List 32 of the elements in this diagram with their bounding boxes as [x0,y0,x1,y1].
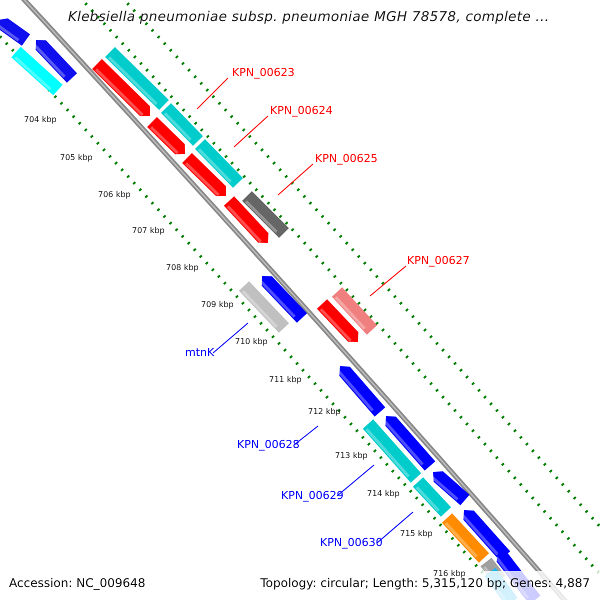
scale-label: 710 kbp [235,338,268,346]
scale-label: 708 kbp [166,264,199,272]
scale-label: 713 kbp [335,452,368,460]
scale-label: 706 kbp [98,191,131,199]
scale-label: 715 kbp [400,530,433,538]
scale-label: 704 kbp [24,116,57,124]
gene-label: KPN_00628 [237,439,300,450]
leader-line [336,464,374,496]
scale-label: 716 kbp [433,570,466,578]
leader-line [294,426,318,446]
gene-label: mtnK [185,347,214,358]
scale-label: 709 kbp [201,301,234,309]
gene-label: KPN_00629 [281,490,344,501]
leader-line [370,266,406,296]
gene-label: KPN_00624 [270,105,333,116]
scale-label: 707 kbp [132,227,165,235]
leader-line [234,116,268,148]
gene-label: KPN_00625 [315,153,378,164]
leader-line [212,322,248,354]
gene-label: KPN_00627 [407,255,470,266]
leader-line [278,164,314,196]
scale-label: 705 kbp [60,154,93,162]
leader-line [196,78,228,110]
scale-label: 714 kbp [367,490,400,498]
leader-line [376,512,414,544]
summary-text: Topology: circular; Length: 5,315,120 bp; Genes: 4,887 [260,577,590,589]
scale-label: 711 kbp [269,376,302,384]
scale-label: 712 kbp [308,408,341,416]
accession-text: Accession: NC_009648 [9,577,146,589]
gene-label: KPN_00630 [320,537,383,548]
map-title: Klebsiella pneumoniae subsp. pneumoniae MGH 78578, complete ... [68,11,550,24]
gene-label: KPN_00623 [232,67,295,78]
